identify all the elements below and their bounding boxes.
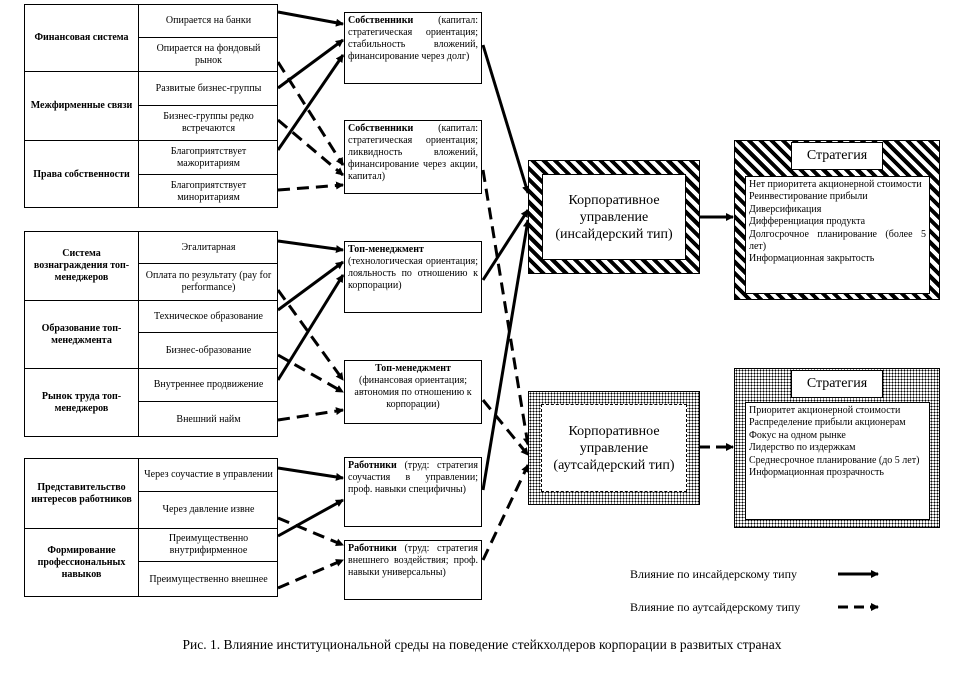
factor-option: Преимущественно внутрифирменное [139,529,278,562]
stakeholder-title: Топ-менеджмент [375,363,451,374]
arrow-egal-mgmt1 [277,239,344,254]
factor-option: Техническое образование [139,301,278,333]
legend-insider-label: Влияние по инсайдерскому типу [630,567,798,581]
factor-option: Преимущественно внешнее [149,573,268,585]
strategy-item: Дифференциация продукта [749,216,866,228]
strategy-item: Лидерство по издержкам [749,442,856,454]
factor-option: Оплата по результату (pay for performanc… [139,264,278,301]
strategy-item: Распределение прибыли акционерам [749,417,906,429]
stakeholder-title: Собственники [348,123,414,134]
stakeholder-text: (капитал: стратегическая ориентация; ста… [348,15,478,62]
factor-option: Бизнес-группы редко встречаются [139,106,278,141]
governance-outsider: Корпоративное управление (аутсайдерский … [541,404,687,492]
strategy-item: Реинвестирование прибыли [749,191,868,203]
stakeholder-title: Работники [348,460,397,471]
strategy-item: Информационная закрытость [749,253,875,265]
strategy-item: Долгосрочное планирование (более 5 лет) [749,228,926,253]
strategy-outsider-title: Стратегия [791,370,883,398]
arrow-owners2-outsider [481,169,531,446]
arrow-owners1-insider [481,44,530,194]
factor-option: Внешний найм [176,413,241,425]
governance-insider-frame: Корпоративное управление (инсайдерский т… [528,160,700,274]
arrow-mgmt1-insider [481,209,530,281]
factor-label: Образование топ-менеджмента [25,301,139,369]
stakeholder-title: Работники [348,543,397,554]
stakeholder-title: Собственники [348,15,414,26]
arrow-internal-mgmt1 [276,274,345,381]
arrow-tech-mgmt1 [277,260,344,312]
arrow-workers2-outsider [481,464,530,561]
factor-option: Опирается на фондовый рынок [139,38,278,72]
arrow-banks-owners1 [277,10,344,27]
stakeholder-box-workers-outsider: Работники (труд: стратегия внешнего возд… [344,540,482,600]
factor-table-workers: Представительство интересов работников Ч… [24,458,278,597]
factor-label: Межфирменные связи [25,72,139,141]
factor-option: Через давление извне [139,492,278,529]
factor-option: Внутреннее продвижение [139,369,278,402]
stakeholder-text: (капитал: стратегическая ориентация; лик… [348,123,478,182]
strategy-item: Нет приоритета акционерной стоимости [749,179,922,190]
stakeholder-box-management-insider: Топ-менеджмент (технологическая ориентац… [344,241,482,313]
stakeholder-box-owners-insider: Собственники (капитал: стратегическая ор… [344,12,482,84]
strategy-insider-list: Нет приоритета акционерной стоимости Реи… [745,176,930,294]
arrow-groups-owners1 [277,38,344,90]
arrow-coparticip-workers1 [277,466,344,481]
factor-option: Опирается на банки [139,5,278,38]
factor-label: Представительство интересов работников [25,459,139,529]
factor-table-management: Система вознаграждения топ-менеджеров Эг… [24,231,278,437]
factor-option: Эгалитарная [139,232,278,264]
arrow-minor-owners2 [277,181,344,192]
strategy-outsider-list: Приоритет акционерной стоимости Распреде… [745,402,930,520]
factor-option: Через соучастие в управлении [139,459,278,492]
factor-label: Рынок труда топ-менеджеров [25,369,139,437]
stakeholder-text: (финансовая ориентация; автономия по отн… [354,375,472,410]
arrow-bized-mgmt2 [277,353,344,394]
arrow-pressure-workers2 [277,516,344,547]
strategy-item: Информационная прозрачность [749,467,884,479]
arrow-rare-owners2 [277,118,344,177]
stakeholder-box-owners-outsider: Собственники (капитал: стратегическая ор… [344,120,482,194]
stakeholder-title: Топ-менеджмент [348,244,424,255]
strategy-item: Приоритет акционерной стоимости [749,405,901,416]
strategy-item: Фокус на одном рынке [749,429,846,441]
factor-option: Бизнес-образование [139,333,278,369]
figure-caption: Рис. 1. Влияние институциональной среды … [182,637,782,652]
factor-label: Формирование профессиональных навыков [25,529,139,597]
arrow-mgmt2-outsider [481,399,530,456]
legend-outsider-label: Влияние по аутсайдерскому типу [630,600,801,614]
stakeholder-text: (технологическая ориентация; лояльность … [348,256,478,291]
strategy-outsider-frame: Стратегия Приоритет акционерной стоимост… [734,368,940,528]
arrow-major-owners1 [276,54,345,151]
factor-option: Благоприятствует миноритариям [170,179,247,203]
arrow-workers1-insider [481,219,531,491]
factor-label: Права собственности [25,141,139,208]
strategy-item: Диверсификация [749,203,822,215]
stakeholder-box-management-outsider: Топ-менеджмент(финансовая ориентация; ав… [344,360,482,424]
stakeholder-box-workers-insider: Работники (труд: стратегия соучастия в у… [344,457,482,527]
factor-label: Система вознаграждения топ-менеджеров [25,232,139,301]
stakeholder-text: (труд: стратегия соучастия в управлении;… [348,460,478,495]
factor-option: Развитые бизнес-группы [139,72,278,106]
factor-option: Благоприятствует мажоритариям [139,141,278,175]
governance-insider: Корпоративное управление (инсайдерский т… [542,174,686,260]
arrow-outside-workers2 [277,558,344,590]
strategy-insider-frame: Стратегия Нет приоритета акционерной сто… [734,140,940,300]
governance-outsider-frame: Корпоративное управление (аутсайдерский … [528,391,700,505]
factor-table-finance: Финансовая система Опирается на банки Оп… [24,4,278,208]
factor-label: Финансовая система [25,5,139,72]
arrow-inhouse-workers1 [277,498,344,538]
stakeholder-text: (труд: стратегия внешнего воздействия; п… [348,543,478,578]
arrow-stock-owners2 [276,61,345,166]
strategy-item: Среднесрочное планирование (до 5 лет) [749,454,920,466]
arrow-external-mgmt2 [277,407,344,422]
strategy-insider-title: Стратегия [791,142,883,170]
